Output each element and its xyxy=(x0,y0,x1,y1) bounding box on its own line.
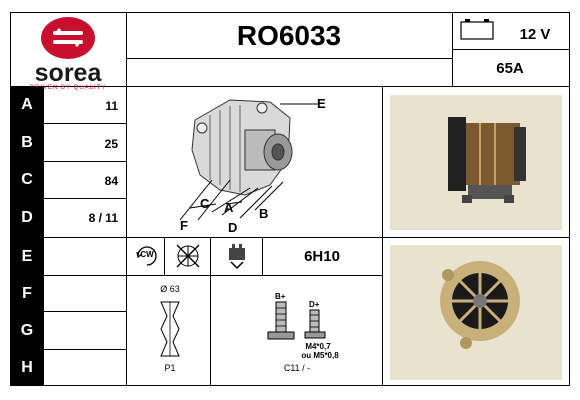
brand-tagline: DRIVEN BY QUALITY xyxy=(29,85,107,91)
terminal-b-plus: B+ xyxy=(275,292,286,301)
diagram-label-b: B xyxy=(259,206,269,221)
icon-divider-3 xyxy=(262,237,263,275)
row-value-c: 84 xyxy=(104,174,118,188)
col-divider-photo xyxy=(382,86,383,386)
brand-name: sorea xyxy=(34,59,102,87)
pulley-type: P1 xyxy=(164,363,176,373)
frame-right xyxy=(569,12,570,386)
row-letter-d: D xyxy=(10,199,44,237)
row-divider-bc xyxy=(10,161,126,162)
alternator-front-image xyxy=(440,261,520,349)
brand-logo: sorea DRIVEN BY QUALITY xyxy=(10,12,126,91)
diagram-label-a: A xyxy=(224,200,234,215)
row-letter-f: F xyxy=(10,276,44,311)
row-value-a: 11 xyxy=(105,99,118,113)
row-letter-e: E xyxy=(10,238,44,275)
diagram-label-e: E xyxy=(317,96,326,111)
row-divider-gh xyxy=(10,349,126,350)
row-divider-cd xyxy=(10,198,126,199)
pulley-icon xyxy=(160,301,180,357)
row-divider-ab xyxy=(10,123,126,124)
col-divider-1 xyxy=(126,12,127,386)
icon-divider-1 xyxy=(164,237,165,275)
alternator-side-image xyxy=(448,117,526,203)
terminal-thread-1: M4*0,7 xyxy=(305,342,331,351)
frame-bottom xyxy=(10,385,570,386)
row-letter-b: B xyxy=(10,124,44,161)
voltage-value: 12 V xyxy=(519,26,551,43)
no-fan-icon xyxy=(176,244,200,268)
row-letter-g: G xyxy=(10,312,44,349)
diagram-label-f: F xyxy=(180,218,188,233)
rotation-clockwise-icon xyxy=(136,246,157,266)
terminal-d-plus: D+ xyxy=(309,300,320,309)
battery-icon xyxy=(460,19,494,40)
amperage-value: 65A xyxy=(496,60,524,77)
volt-divider xyxy=(452,49,570,50)
row-divider-fg xyxy=(10,311,126,312)
pulley-diameter: Ø 63 xyxy=(160,284,180,294)
row-letter-h: H xyxy=(10,350,44,385)
ref-underline xyxy=(126,58,452,59)
terminal-code: C11 / - xyxy=(283,363,311,373)
row-letter-c: C xyxy=(10,162,44,198)
row-divider-de xyxy=(10,237,570,238)
row-divider-ef xyxy=(10,275,382,276)
diagram-label-c: C xyxy=(200,196,210,211)
part-reference: RO6033 xyxy=(236,20,342,51)
header-divider xyxy=(10,86,570,87)
connector-code: 6H10 xyxy=(304,248,340,265)
row-value-b: 25 xyxy=(104,137,118,151)
terminal-bolts-icon xyxy=(267,301,326,340)
alternator-photo-front xyxy=(390,245,562,380)
sorea-emblem-icon xyxy=(41,17,95,59)
row-letter-a: A xyxy=(10,87,44,123)
diagram-label-d: D xyxy=(228,220,238,235)
alternator-photo-side xyxy=(390,95,562,230)
row-value-d: 8 / 11 xyxy=(88,211,118,225)
rotation-label: CW xyxy=(140,250,154,259)
icon-divider-2 xyxy=(210,237,211,386)
terminal-thread-2: ou M5*0,8 xyxy=(301,351,339,360)
regulator-icon xyxy=(229,244,245,270)
frame-top xyxy=(10,12,570,13)
alternator-diagram xyxy=(179,99,318,221)
